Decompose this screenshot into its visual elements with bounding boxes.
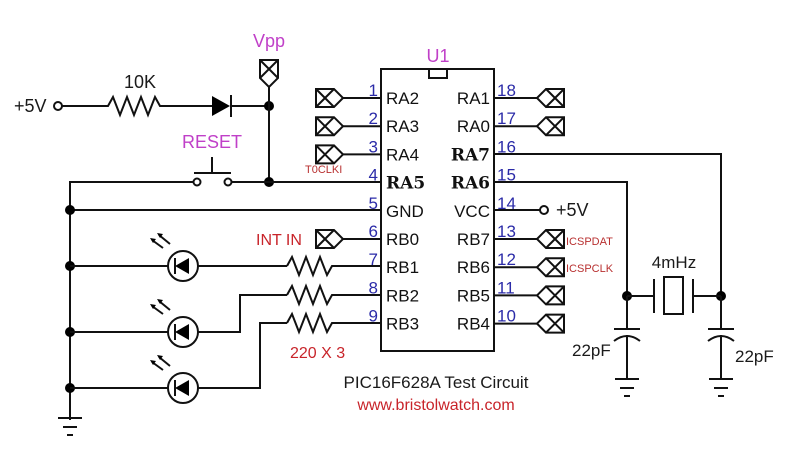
led-icon <box>150 299 199 348</box>
pin-number: 3 <box>369 137 378 156</box>
pin-name: RB4 <box>457 315 490 334</box>
pullup-resistor <box>62 94 212 118</box>
pin-number: 10 <box>497 307 516 326</box>
connector-icon <box>494 229 565 249</box>
t0clki-label: T0CLKI <box>305 164 342 176</box>
pin-name: RB3 <box>386 315 419 334</box>
ground-icon <box>58 417 82 436</box>
pin-name: RA1 <box>457 89 490 108</box>
connector-icon <box>494 88 565 108</box>
cap-left-label: 22pF <box>572 341 611 360</box>
pin-number: 6 <box>369 222 378 241</box>
pin-name: RA3 <box>386 117 419 136</box>
int-in-label: INT IN <box>256 232 302 249</box>
connector-icon <box>494 257 565 278</box>
pin-name: GND <box>386 202 424 221</box>
pin-number: 17 <box>497 109 516 128</box>
pin-number: 4 <box>369 166 378 185</box>
led-icon <box>150 355 199 404</box>
pin-name: RA5 <box>386 174 425 194</box>
int-in-connector-icon <box>315 229 345 249</box>
supply-right-label: +5V <box>556 200 589 220</box>
pin-name: RA7 <box>451 145 490 165</box>
led-branch <box>65 283 381 348</box>
crystal-label: 4mHz <box>652 253 696 272</box>
pin-name: RA6 <box>451 174 490 194</box>
pin-number: 13 <box>497 222 516 241</box>
capacitor-right-icon <box>707 296 735 397</box>
pin-name: RB1 <box>386 258 419 277</box>
reset-switch-icon <box>192 157 233 187</box>
vpp-connector-icon <box>259 59 279 89</box>
supply-left-label: +5V <box>14 96 47 116</box>
vpp-label: Vpp <box>253 31 285 51</box>
pin-number: 12 <box>497 250 516 269</box>
led-branch <box>65 311 381 404</box>
pin-number: 1 <box>369 81 378 100</box>
connector-icon <box>494 285 565 306</box>
led-resistors-label: 220 X 3 <box>290 345 345 362</box>
reset-label: RESET <box>182 132 242 152</box>
pin-number: 7 <box>369 250 378 269</box>
pin-name: RB7 <box>457 230 490 249</box>
pin-name: RB2 <box>386 286 419 305</box>
pin-name: RB0 <box>386 230 419 249</box>
pin-number: 15 <box>497 166 516 185</box>
left-pins: 1 RA2 2 RA3 3 RA4 4 RA5 5 GND 6 RB0 7 RB1 8 RB2 9 RB3 <box>369 81 426 334</box>
circuit-title: PIC16F628A Test Circuit <box>344 373 529 392</box>
pin-number: 11 <box>497 278 515 297</box>
pin-name: VCC <box>454 202 490 221</box>
led-resistor-icon <box>286 311 381 335</box>
connector-icon <box>315 88 381 108</box>
led-resistor-icon <box>286 254 381 278</box>
pin-name: RB6 <box>457 258 490 277</box>
capacitor-left-icon <box>613 296 641 397</box>
pullup-resistor-label: 10K <box>124 72 156 92</box>
led-resistor-icon <box>286 283 381 307</box>
led-branch <box>65 233 381 282</box>
pin-number: 16 <box>497 137 516 156</box>
pin-number: 2 <box>369 109 378 128</box>
website-link[interactable]: www.bristolwatch.com <box>356 397 514 414</box>
connector-icon <box>494 116 565 137</box>
pin-number: 14 <box>497 194 516 213</box>
pin-number: 18 <box>497 81 516 100</box>
pin-name: RA0 <box>457 117 490 136</box>
connector-icon <box>315 144 381 165</box>
cap-right-label: 22pF <box>735 347 774 366</box>
pin-number: 5 <box>369 194 378 213</box>
connector-icon <box>315 116 381 137</box>
diode-icon <box>212 96 230 116</box>
connector-icon <box>494 313 565 334</box>
right-pins: 18 RA1 17 RA0 16 RA7 15 RA6 14 VCC 13 RB7 12 RB6 11 RB5… <box>451 81 516 334</box>
pin-number: 8 <box>369 278 378 297</box>
ic-ref: U1 <box>426 46 449 66</box>
crystal-icon <box>627 276 721 315</box>
led-icon <box>150 233 199 282</box>
icspdat-label: ICSPDAT <box>566 236 613 248</box>
pin-name: RB5 <box>457 286 490 305</box>
pin-name: RA4 <box>386 145 419 164</box>
icspclk-label: ICSPCLK <box>566 263 614 275</box>
pin-name: RA2 <box>386 89 419 108</box>
supply-left-terminal <box>53 101 63 111</box>
supply-right-terminal <box>539 205 549 215</box>
pin-number: 9 <box>369 307 378 326</box>
ic-notch <box>428 68 448 79</box>
